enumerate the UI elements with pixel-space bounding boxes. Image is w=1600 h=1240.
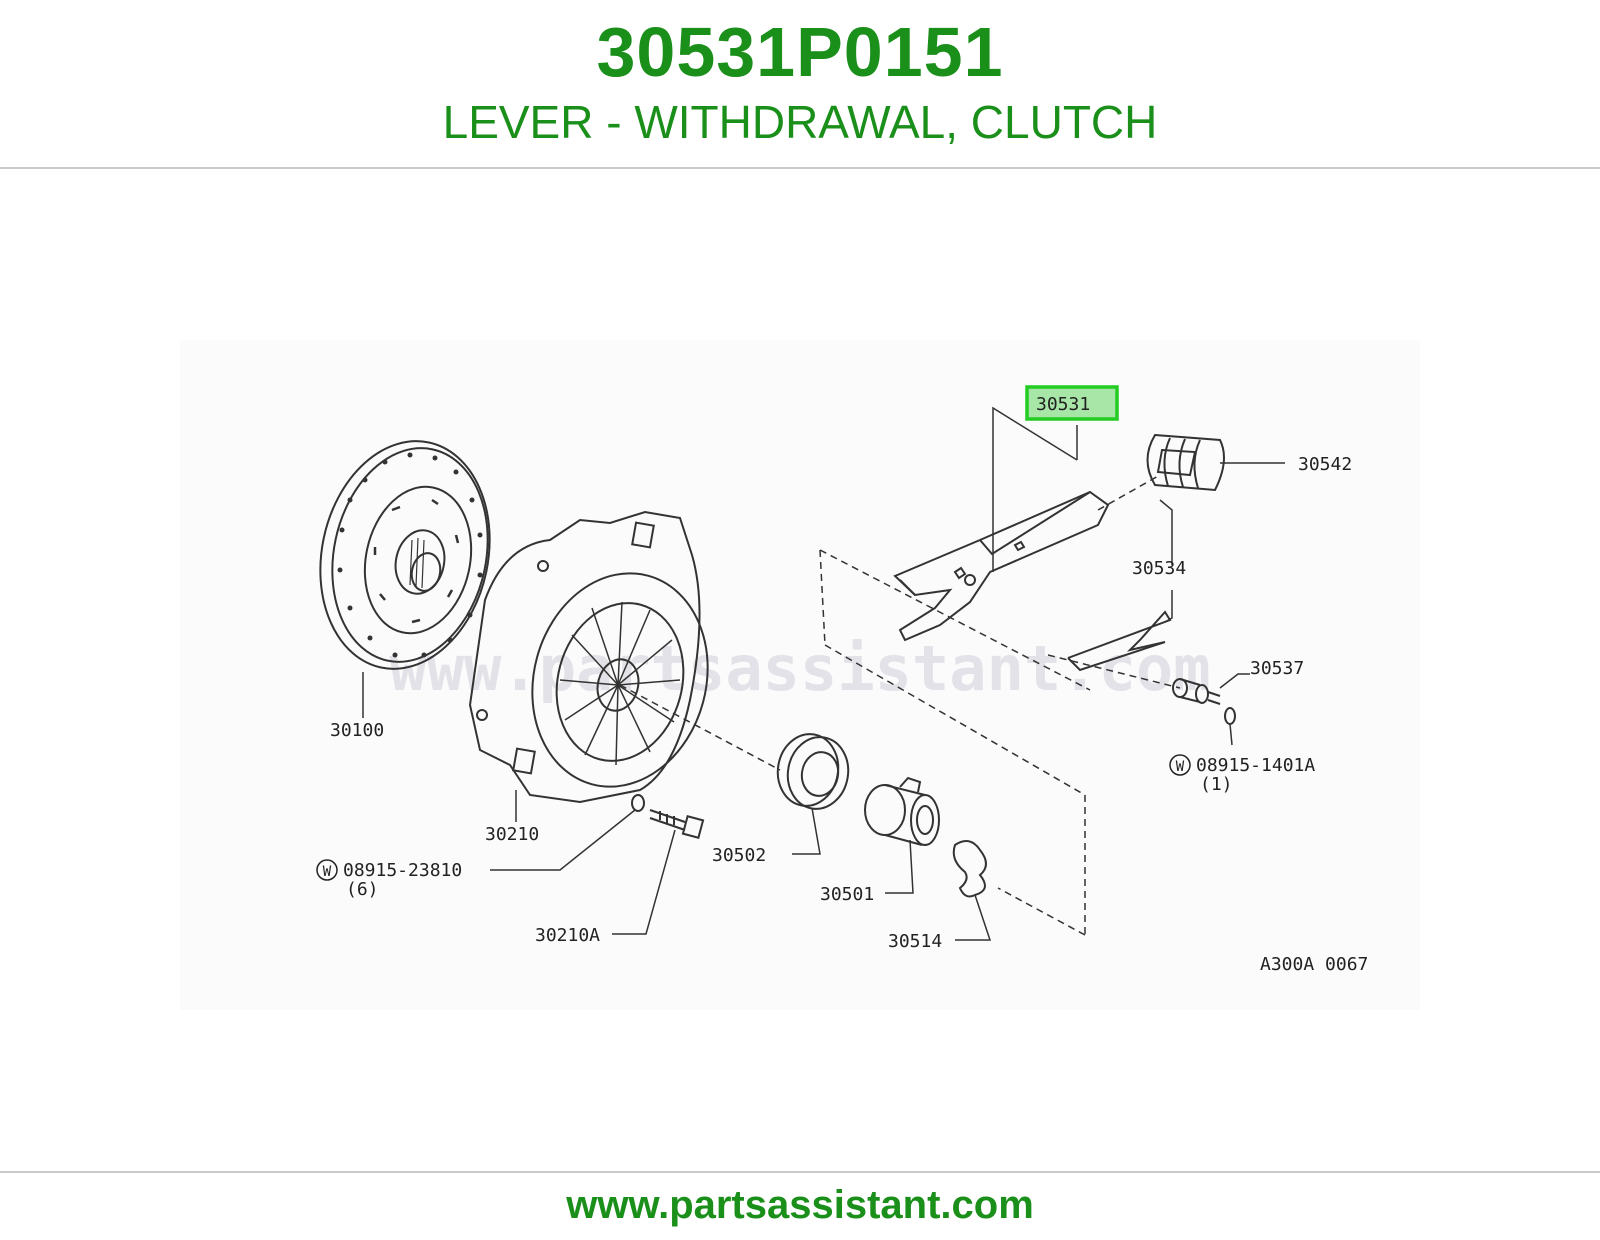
- part-name-subtitle: LEVER - WITHDRAWAL, CLUTCH: [442, 96, 1158, 148]
- page-header: 30531P0151 LEVER - WITHDRAWAL, CLUTCH: [0, 0, 1600, 168]
- label-30210A[interactable]: 30210A: [535, 925, 600, 946]
- leader-lines: [490, 406, 1285, 941]
- release-bearing-drawing: [776, 733, 850, 810]
- parts-diagram: www.partsassistant.com: [180, 340, 1420, 1010]
- label-08915-1401A[interactable]: 08915-1401A: [1196, 755, 1315, 776]
- label-08915-23810-qty: (6): [346, 879, 379, 900]
- label-30100[interactable]: 30100: [330, 720, 384, 741]
- footer-divider: [0, 1171, 1600, 1173]
- boot-drawing: [1146, 433, 1225, 492]
- watermark-text: www.partsassistant.com: [389, 632, 1210, 705]
- label-30210[interactable]: 30210: [485, 824, 539, 845]
- label-30502[interactable]: 30502: [712, 845, 766, 866]
- label-30514[interactable]: 30514: [888, 931, 942, 952]
- bearing-sleeve-drawing: [864, 776, 940, 846]
- clutch-cover-drawing: [468, 510, 709, 804]
- bolt-drawing: [631, 794, 705, 839]
- alignment-lines: [619, 474, 1181, 936]
- label-30534[interactable]: 30534: [1132, 558, 1186, 579]
- figure-code: A300A 0067: [1260, 954, 1368, 975]
- label-30537[interactable]: 30537: [1250, 658, 1304, 679]
- footer-url[interactable]: www.partsassistant.com: [566, 1183, 1034, 1227]
- label-08915-23810[interactable]: 08915-23810: [343, 860, 462, 881]
- part-number-title: 30531P0151: [596, 13, 1004, 91]
- part-labels: 30531 30542 30534 30537 08915-1401A (1) …: [330, 394, 1368, 975]
- highlighted-part-box[interactable]: [1025, 385, 1119, 421]
- label-30531[interactable]: 30531: [1036, 394, 1090, 415]
- clip-drawing: [952, 840, 987, 898]
- label-30542[interactable]: 30542: [1298, 454, 1352, 475]
- spring-drawing: [1067, 610, 1172, 672]
- label-08915-1401A-qty: (1): [1200, 774, 1233, 795]
- svg-text:W: W: [1176, 759, 1185, 775]
- washer-mark-1: W: [1169, 754, 1191, 776]
- washer-mark-2: W: [316, 859, 338, 881]
- withdrawal-lever-drawing: [893, 490, 1110, 642]
- label-30501[interactable]: 30501: [820, 884, 874, 905]
- parts-diagram-svg: www.partsassistant.com: [316, 385, 1368, 975]
- clutch-disc-drawing: [319, 440, 491, 670]
- svg-text:W: W: [323, 864, 332, 880]
- header-divider: [0, 167, 1600, 169]
